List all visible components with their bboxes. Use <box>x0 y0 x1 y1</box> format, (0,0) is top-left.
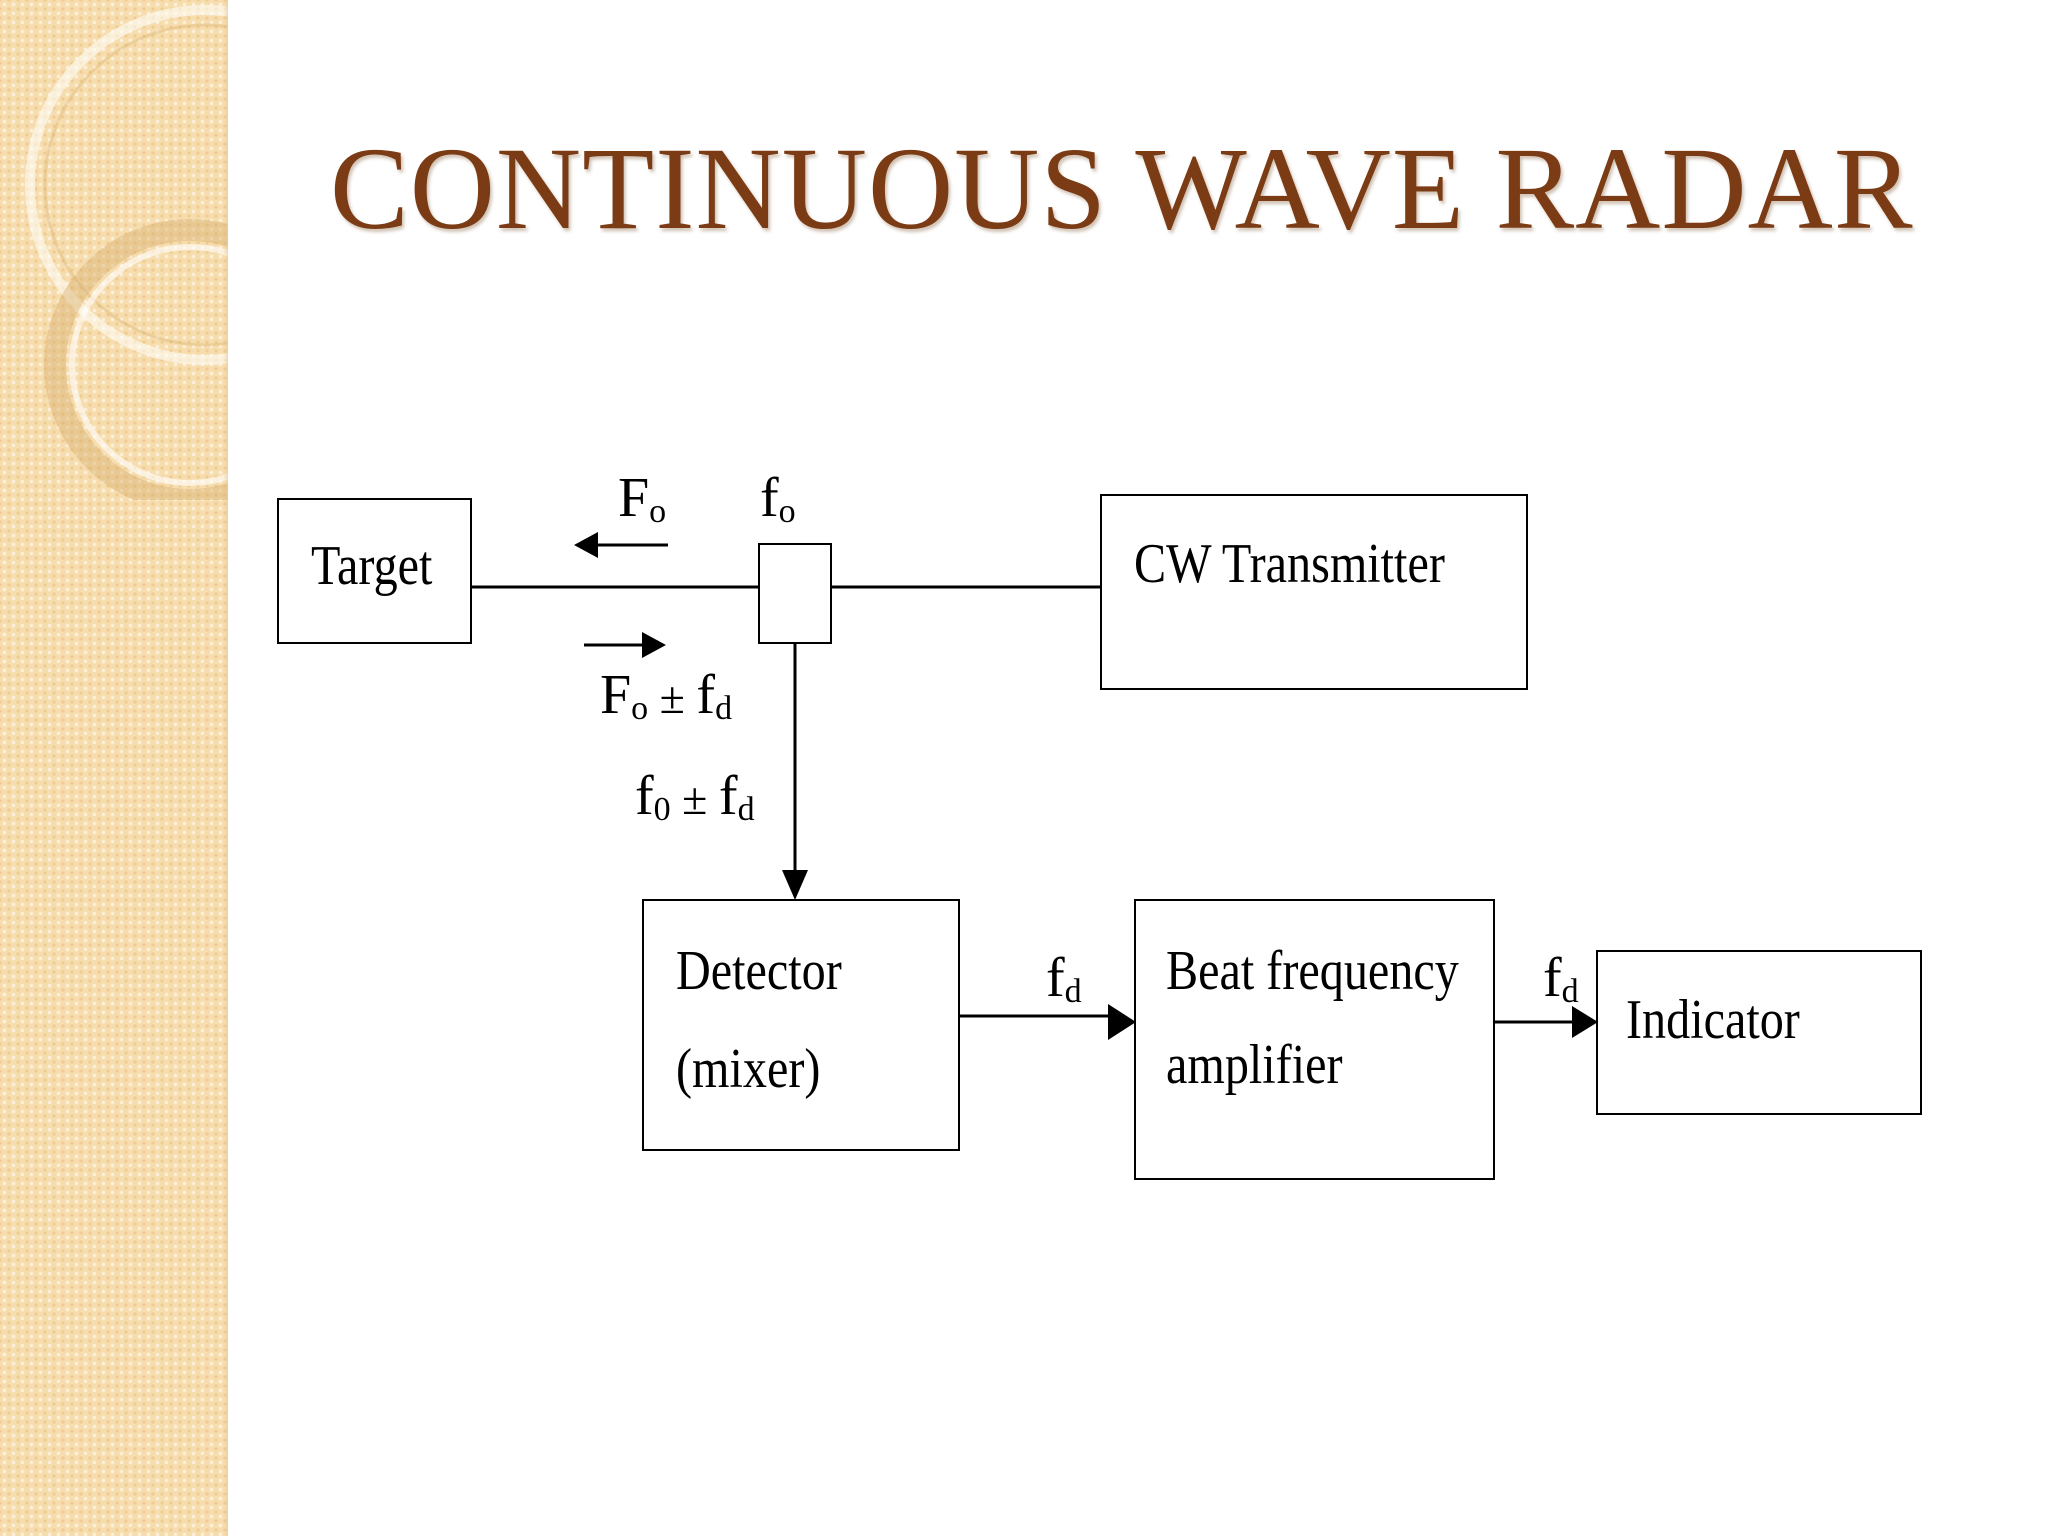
coupler-frequency-sub: o <box>778 493 796 530</box>
coupler-to-detector-arrow <box>782 643 808 900</box>
doppler-frequency-1-sub: d <box>1064 973 1082 1010</box>
slide-title: CONTINUOUS WAVE RADAR <box>330 123 1914 254</box>
directional-coupler-block <box>758 543 832 644</box>
echo-frequency-label: Fo ± fd <box>600 667 732 726</box>
detector-to-amplifier-arrow <box>960 1004 1136 1040</box>
echo-frequency-sub2: d <box>715 690 733 727</box>
mixer-label: (mixer) <box>676 1038 821 1100</box>
amplifier-label: amplifier <box>1166 1034 1343 1096</box>
amplifier-to-indicator-arrow <box>1495 1006 1598 1038</box>
transmit-frequency-base: F <box>618 467 650 529</box>
mixer-input-frequency-sub: 0 <box>653 791 671 828</box>
mixer-input-frequency-sub2: d <box>737 791 755 828</box>
echo-frequency-base2: f <box>696 664 716 726</box>
decorative-sidebar <box>0 0 228 1536</box>
target-block: Target <box>277 498 472 644</box>
echo-frequency-base: F <box>600 664 632 726</box>
echo-frequency-op: ± <box>648 672 697 723</box>
transmit-frequency-sub: o <box>649 493 667 530</box>
transmit-direction-arrow <box>574 532 668 558</box>
doppler-frequency-label-2: fd <box>1543 950 1579 1009</box>
doppler-frequency-label-1: fd <box>1046 950 1082 1009</box>
mixer-input-frequency-base: f <box>635 765 654 827</box>
indicator-block: Indicator <box>1596 950 1922 1115</box>
target-label: Target <box>311 535 433 597</box>
cw-transmitter-label: CW Transmitter <box>1134 533 1445 595</box>
coupler-frequency-base: f <box>760 467 779 529</box>
doppler-frequency-2-sub: d <box>1561 973 1579 1010</box>
mixer-input-frequency-op: ± <box>670 773 719 824</box>
decorative-rings <box>25 5 228 500</box>
beat-frequency-label: Beat frequency <box>1166 940 1459 1002</box>
detector-mixer-block: Detector (mixer) <box>642 899 960 1151</box>
mixer-input-frequency-label: f0 ± fd <box>635 768 755 827</box>
detector-label: Detector <box>676 940 842 1002</box>
beat-frequency-amplifier-block: Beat frequency amplifier <box>1134 899 1495 1180</box>
mixer-input-frequency-base2: f <box>718 765 738 827</box>
echo-direction-arrow <box>584 632 666 658</box>
transmit-frequency-label: Fo <box>618 470 666 529</box>
indicator-label: Indicator <box>1626 989 1800 1051</box>
doppler-frequency-2-base: f <box>1543 947 1562 1009</box>
cw-transmitter-block: CW Transmitter <box>1100 494 1528 690</box>
doppler-frequency-1-base: f <box>1046 947 1065 1009</box>
coupler-frequency-label: fo <box>760 470 796 529</box>
echo-frequency-sub: o <box>631 690 649 727</box>
